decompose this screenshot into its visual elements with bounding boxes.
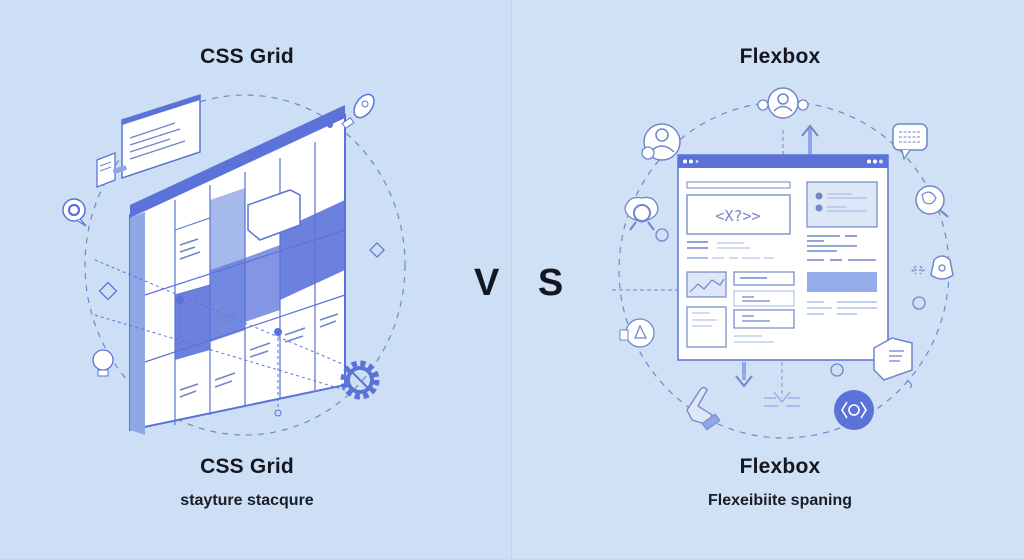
- search-icon: [915, 185, 949, 218]
- document-bubble-icon: [873, 337, 913, 389]
- chat-bubble-icon: [62, 198, 87, 227]
- document-icon: [96, 152, 127, 188]
- message-icon: [892, 123, 928, 161]
- css-grid-illustration: [62, 93, 406, 436]
- arrow-down-icon: [735, 362, 753, 388]
- code-badge-icon: [834, 390, 874, 430]
- headset-icon: [624, 196, 659, 231]
- flexbox-caption-title: Flexbox: [739, 455, 821, 478]
- vs-label: V S: [474, 262, 578, 304]
- user-group-icon: [757, 87, 809, 119]
- browser-window-icon: [121, 93, 201, 180]
- browser-window: <X?>>: [677, 154, 889, 361]
- css-grid-caption-title: CSS Grid: [200, 455, 294, 478]
- flexbox-title: Flexbox: [739, 45, 821, 68]
- cube-icon: [930, 255, 954, 280]
- user-icon: [641, 123, 681, 161]
- flexbox-illustration: <X?>>: [612, 87, 954, 439]
- pointer-hand-icon: [686, 386, 721, 431]
- arrow-up-icon: [801, 124, 819, 155]
- lightbulb-icon: [92, 349, 114, 377]
- diamond-icon: [98, 281, 118, 301]
- panel-divider: [511, 0, 512, 559]
- triangle-chart-icon: [619, 318, 655, 348]
- gear-icon: [340, 360, 380, 400]
- flexbox-caption-subtitle: Flexeibiite spaning: [707, 492, 853, 509]
- rocket-icon: [341, 93, 375, 130]
- code-glyph: <X?>>: [715, 207, 760, 225]
- css-grid-caption-subtitle: stayture stacqure: [180, 492, 314, 509]
- css-grid-title: CSS Grid: [200, 45, 294, 68]
- merge-icon: [764, 362, 800, 407]
- grid-window: [94, 105, 346, 435]
